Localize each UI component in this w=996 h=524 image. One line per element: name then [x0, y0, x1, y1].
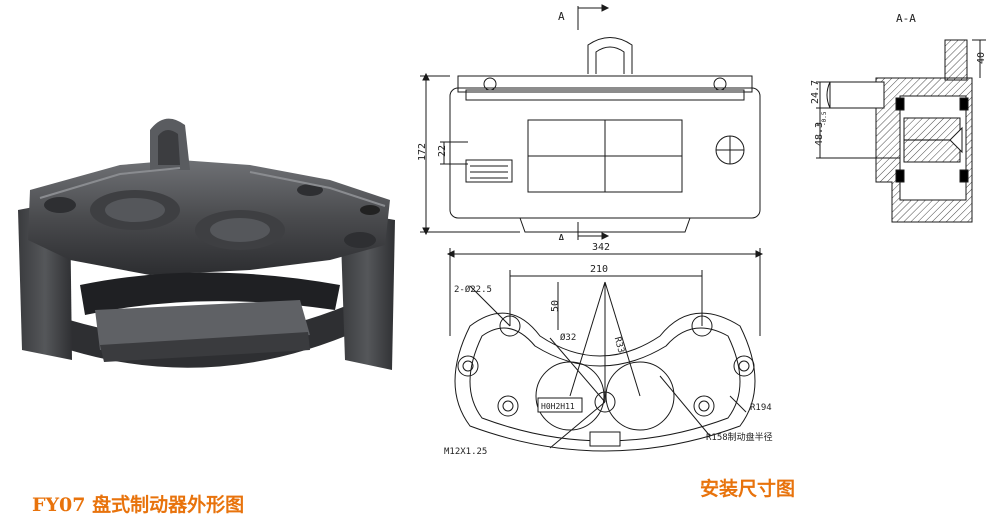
front-view-drawing: A A — [410, 0, 790, 245]
dim-height: 172 — [417, 143, 428, 161]
dim-mid: 24.7 — [810, 80, 821, 104]
dim-inner: 22 — [437, 145, 448, 157]
section-view-drawing: A-A 40 24.7 48.3 0 -0.5 — [800, 0, 996, 240]
product-caption: FY07 盘式制动器外形图 — [32, 494, 245, 516]
section-label-top: A — [558, 10, 565, 23]
dim-span: 210 — [590, 264, 608, 275]
section-label-bottom: A — [558, 232, 565, 240]
section-title: A-A — [896, 12, 916, 25]
dim-overall: 342 — [592, 242, 610, 253]
radius-outer-label: R194 — [750, 403, 772, 413]
piston-dia-label: Ø32 — [560, 332, 576, 343]
dim-top: 40 — [976, 52, 987, 64]
thread-label: M12X1.25 — [444, 447, 487, 457]
caliper-render — [0, 70, 400, 400]
section-marker-top: A — [558, 4, 610, 30]
plate-text: H0H2H11 — [541, 402, 575, 411]
dim-tol-upper: 0 — [815, 122, 822, 126]
radius-small-label: R33 — [612, 336, 626, 354]
caliper-render-image — [18, 118, 395, 370]
mounting-view-drawing: 342 210 50 H0H2H11 — [410, 236, 790, 476]
dim-main: 48.3 — [814, 122, 825, 146]
dim-tol-lower: -0.5 — [821, 111, 828, 126]
disc-radius-label: R158制动盘半径 — [706, 431, 773, 443]
hole-spec-label: 2-Ø22.5 — [454, 284, 492, 295]
install-caption: 安装尺寸图 — [700, 478, 796, 500]
dim-offset: 50 — [550, 300, 561, 312]
